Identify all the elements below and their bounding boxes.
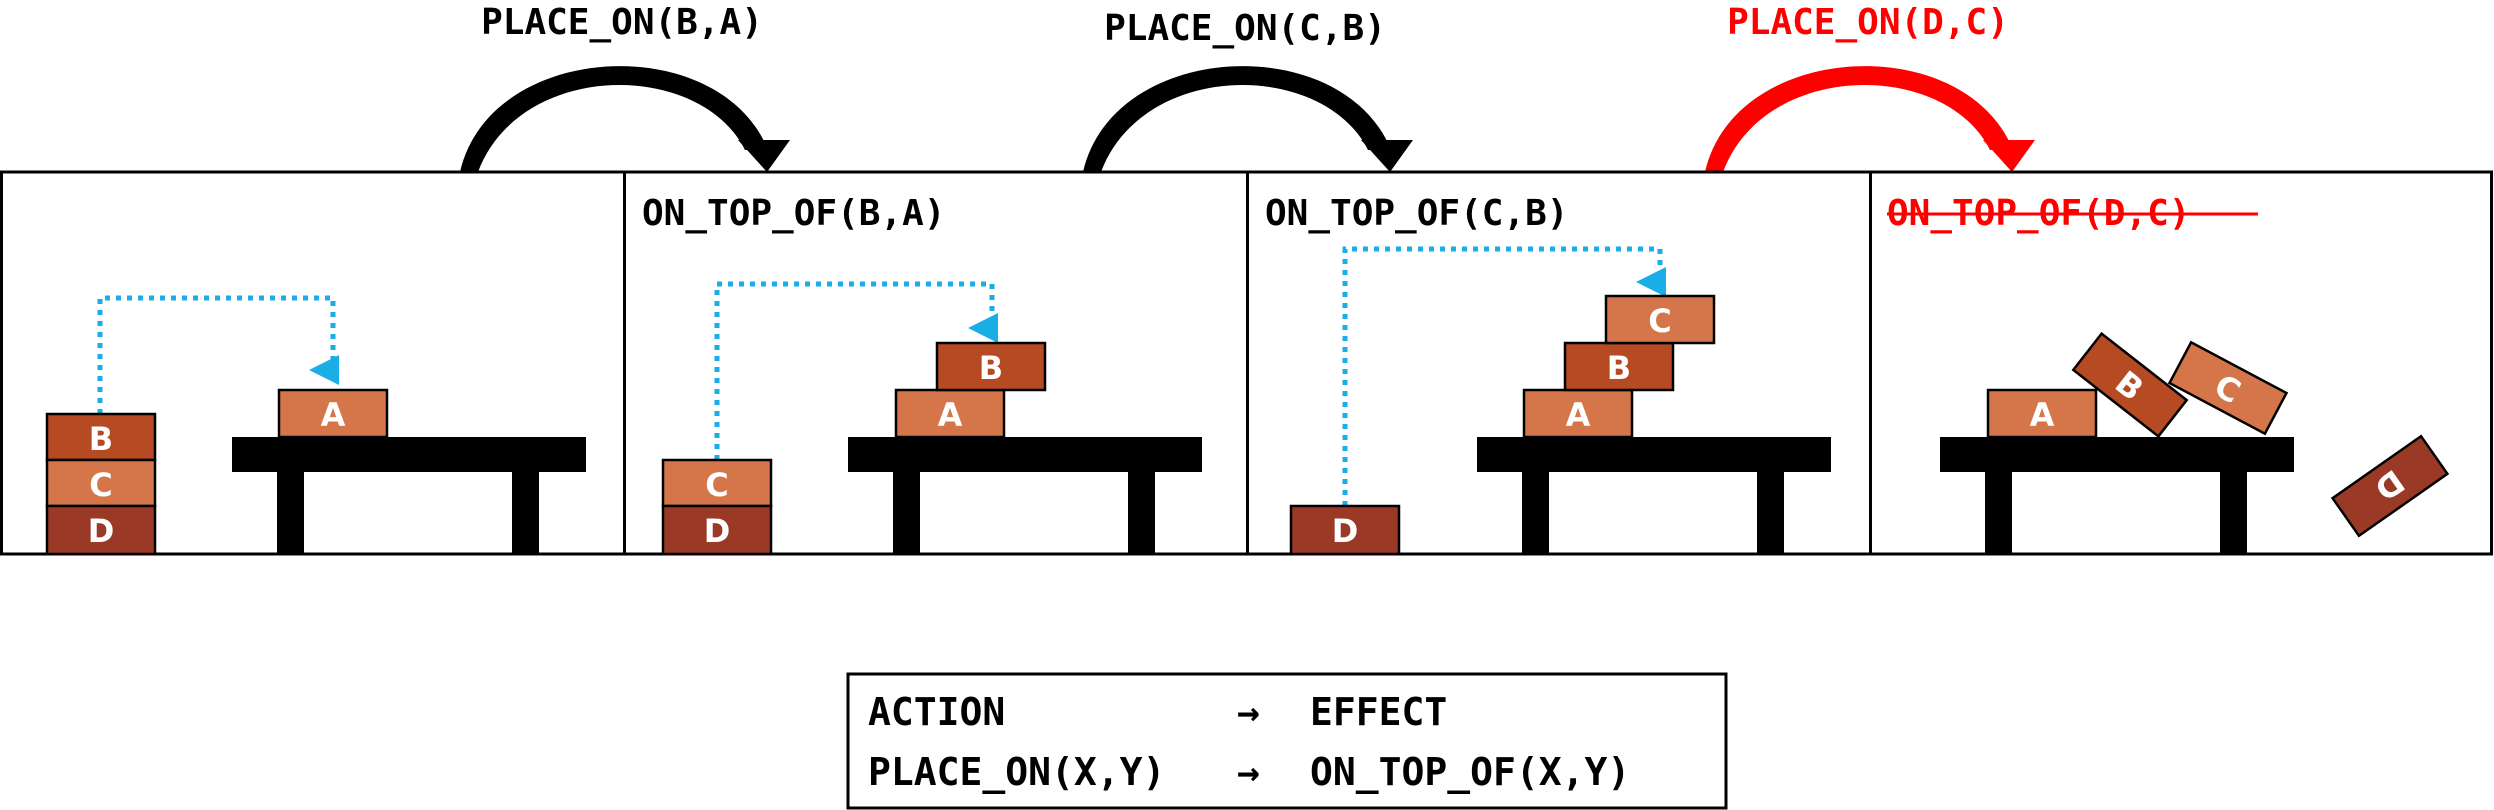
legend-rule-action: PLACE_ON(X,Y) xyxy=(868,750,1165,794)
block-d: D xyxy=(661,504,773,556)
effect-label-2: ON_TOP_OF(B,A) xyxy=(642,193,945,234)
action-arrow-2 xyxy=(1083,66,1413,172)
svg-text:D: D xyxy=(1332,512,1359,550)
legend-box xyxy=(846,672,1728,810)
block-b: B xyxy=(935,341,1047,392)
legend-header-effect: EFFECT xyxy=(1310,690,1447,734)
block-a: A xyxy=(277,388,389,439)
block-d: D xyxy=(1289,504,1401,556)
svg-text:D: D xyxy=(704,512,731,550)
action-arrow-1 xyxy=(460,66,790,172)
panel-4 xyxy=(1869,170,2493,556)
block-b: B xyxy=(1563,341,1675,392)
legend-header-action: ACTION xyxy=(868,690,1005,734)
action-label-1: PLACE_ON(B,A) xyxy=(481,2,763,43)
svg-text:C: C xyxy=(705,466,728,504)
block-c: C xyxy=(2167,340,2289,436)
block-d: D xyxy=(2330,434,2450,538)
block-d: D xyxy=(45,504,157,556)
legend-rule-effect: ON_TOP_OF(X,Y) xyxy=(1310,750,1630,794)
table-4 xyxy=(1940,437,2294,554)
svg-text:A: A xyxy=(1566,396,1591,434)
block-a: A xyxy=(1986,388,2098,439)
svg-text:C: C xyxy=(1648,302,1671,340)
table-2 xyxy=(848,437,1202,554)
svg-text:C: C xyxy=(89,466,112,504)
block-b: B xyxy=(45,412,157,462)
effect-label-3: ON_TOP_OF(C,B) xyxy=(1265,193,1568,234)
svg-text:D: D xyxy=(88,512,115,550)
svg-text:A: A xyxy=(2030,396,2055,434)
legend-header-arrow: → xyxy=(1237,690,1260,734)
legend-rule-arrow: → xyxy=(1237,750,1260,794)
move-arrow-1 xyxy=(97,295,339,414)
block-a: A xyxy=(1522,388,1634,439)
block-c: C xyxy=(1604,294,1716,345)
block-b: B xyxy=(2071,331,2189,439)
svg-text:B: B xyxy=(1607,349,1631,387)
move-arrow-2 xyxy=(714,281,998,460)
svg-text:A: A xyxy=(321,396,346,434)
block-c: C xyxy=(45,458,157,508)
svg-text:B: B xyxy=(89,420,113,458)
action-label-3: PLACE_ON(D,C) xyxy=(1727,2,2009,43)
block-a: A xyxy=(894,388,1006,439)
svg-text:B: B xyxy=(979,349,1003,387)
action-label-2: PLACE_ON(C,B) xyxy=(1104,8,1386,49)
table-3 xyxy=(1477,437,1831,554)
table-1 xyxy=(232,437,586,554)
block-c: C xyxy=(661,458,773,508)
action-arrow-3-failed xyxy=(1705,66,2035,172)
svg-text:A: A xyxy=(938,396,963,434)
